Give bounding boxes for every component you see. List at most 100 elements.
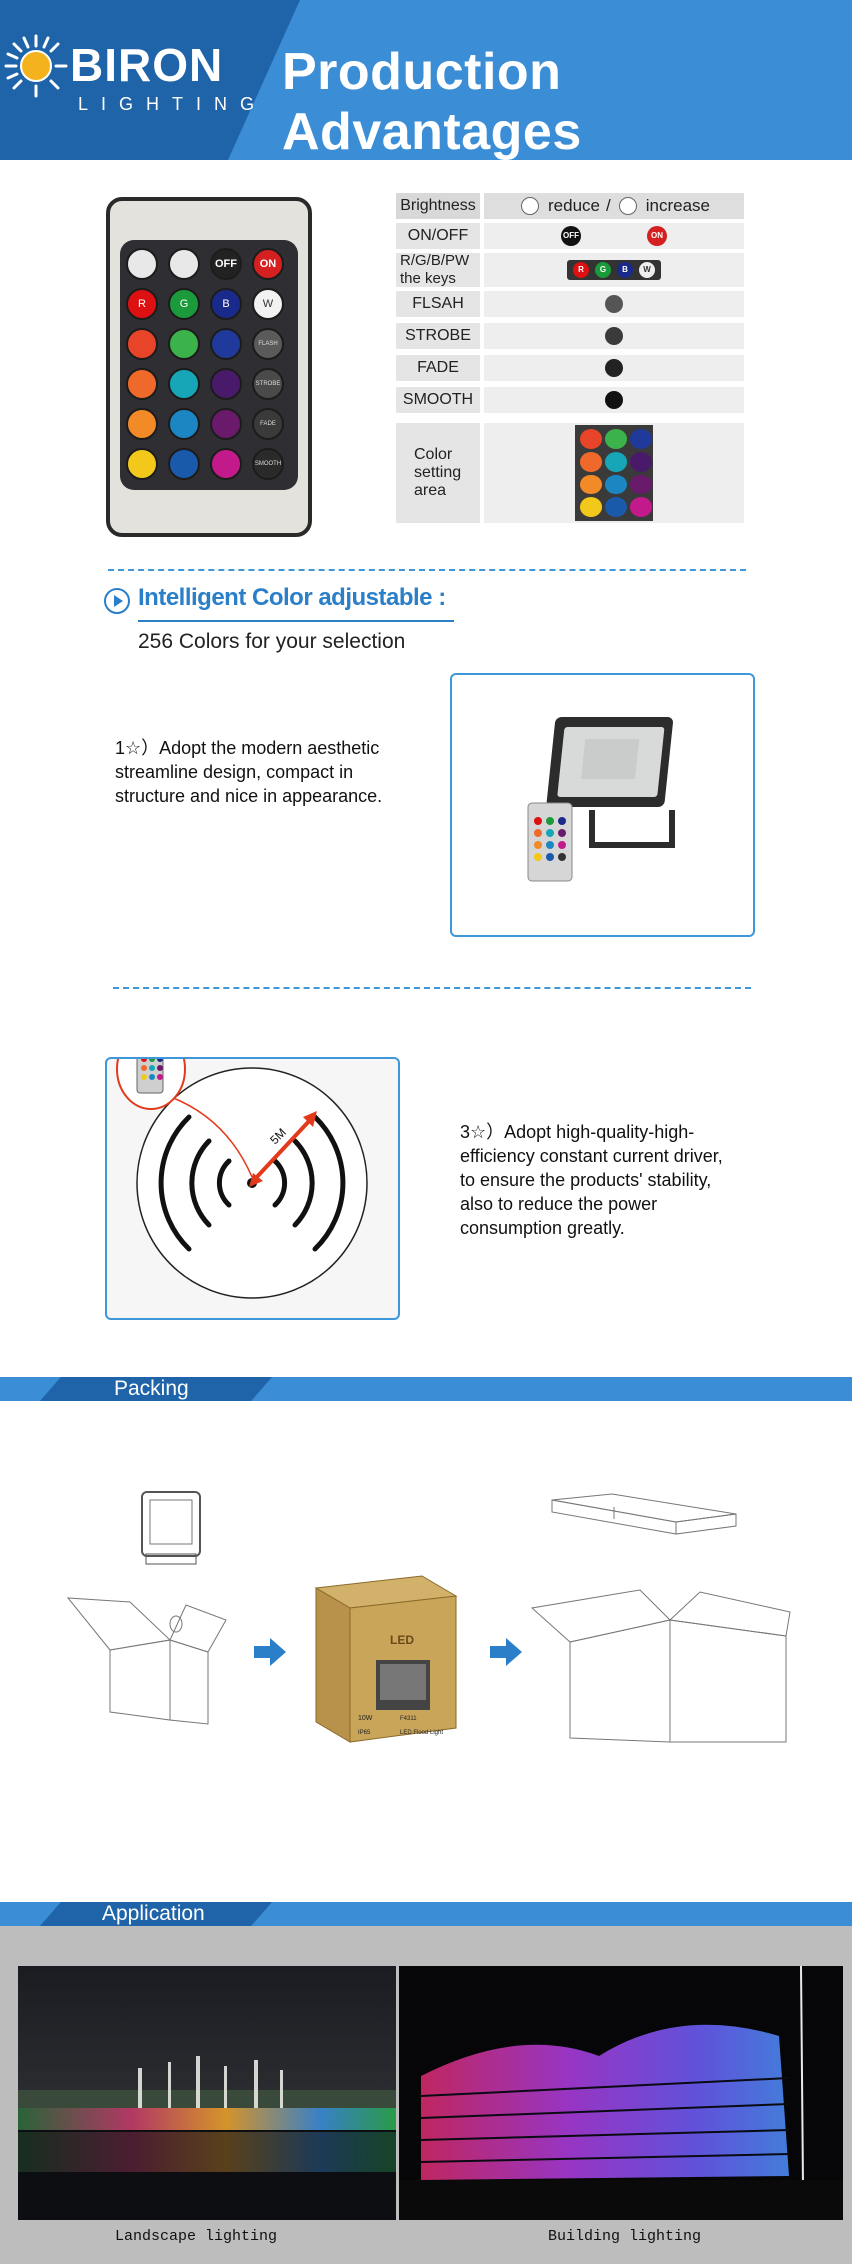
row-value (484, 387, 744, 413)
color-key (126, 408, 158, 440)
fade-key: FADE (252, 408, 284, 440)
open-box-icon (66, 1597, 227, 1725)
strobe-key: STROBE (252, 368, 284, 400)
feature-3-text: 3☆）Adopt high-quality-high-efficiency co… (460, 1122, 723, 1238)
white-key-icon: W (639, 262, 655, 278)
table-row: R/G/B/PW the keys R G B W (396, 252, 744, 287)
red-key: R (126, 288, 158, 320)
lamp-icon (141, 1491, 201, 1565)
row-value (484, 323, 744, 349)
smooth-key-label: SMOOTH (254, 461, 282, 467)
table-row: Brightness reduce / increase (396, 193, 744, 219)
flood-light-icon (527, 717, 675, 882)
row-label: R/G/B/PW the keys (396, 252, 480, 287)
reduce-label: reduce (548, 196, 600, 215)
row-label: STROBE (396, 323, 480, 349)
off-key-label: OFF (215, 258, 237, 270)
packing-label: Packing (114, 1377, 189, 1400)
on-key: ON (252, 248, 284, 280)
color-key (126, 328, 158, 360)
packing-diagram: LED 10W IP65 LED Flood Light F4311 (66, 1491, 791, 1743)
strobe-key-label: STROBE (255, 381, 281, 387)
on-key-label: ON (259, 258, 277, 270)
brightness-up-key (168, 248, 200, 280)
application-label: Application (102, 1902, 205, 1925)
arrow-right-icon (490, 1638, 522, 1666)
signal-range-icon: 5M (116, 1028, 368, 1299)
smooth-key-icon (605, 391, 623, 409)
flash-key-icon (605, 295, 623, 313)
section-divider (113, 987, 751, 989)
application-band: Application (0, 1902, 852, 1926)
strobe-key-icon (605, 327, 623, 345)
band-tab (40, 1377, 272, 1401)
feature-1-text: 1☆）Adopt the modern aesthetic streamline… (115, 738, 383, 806)
green-key: G (168, 288, 200, 320)
separator: / (605, 196, 611, 215)
red-key-label: R (138, 298, 146, 310)
row-label: FADE (396, 355, 480, 381)
landscape-photo (18, 1966, 396, 2220)
blue-key: B (210, 288, 242, 320)
play-icon (104, 588, 130, 614)
blue-key-icon: B (617, 262, 633, 278)
brand-subtitle: LIGHTING (78, 94, 268, 114)
row-label: FLSAH (396, 291, 480, 317)
band-tab (40, 1902, 272, 1926)
brightness-down-key (126, 248, 158, 280)
box-footer-text: LED Flood Light (400, 1730, 443, 1736)
white-key-label: W (262, 298, 274, 310)
row-value: R G B W (484, 253, 744, 287)
color-key (126, 448, 158, 480)
table-row: SMOOTH (396, 387, 744, 413)
bulb-dim-icon (521, 197, 539, 215)
building-caption: Building lighting (548, 2228, 702, 2245)
color-key (210, 448, 242, 480)
color-key (168, 328, 200, 360)
box-ip-text: IP65 (358, 1730, 371, 1736)
remote-keypad: OFF ON R G B W FLASH STROBE FADE SMOOTH (120, 240, 298, 490)
color-key (210, 328, 242, 360)
brightness-label: Brightness (396, 193, 480, 219)
box-model-text: F4311 (400, 1716, 417, 1722)
flash-key-label: FLASH (258, 341, 278, 347)
remote-range-image: 5M (105, 1028, 400, 1320)
table-row: FADE (396, 355, 744, 381)
row-value (484, 423, 744, 523)
landscape-caption: Landscape lighting (115, 2228, 278, 2245)
row-label: Color setting area (396, 423, 480, 523)
color-key (126, 368, 158, 400)
brand-name: BIRON (70, 39, 224, 91)
row-value: OFF ON (484, 223, 744, 249)
table-row: Color setting area (396, 423, 744, 523)
product-box-icon: LED 10W IP65 LED Flood Light F4311 (314, 1575, 458, 1743)
bulb-bright-icon (618, 197, 637, 215)
table-row: ON/OFF OFF ON (396, 223, 744, 249)
fade-key-icon (605, 359, 623, 377)
box-power-text: 10W (358, 1715, 373, 1722)
table-row: FLSAH (396, 291, 744, 317)
row-value (484, 291, 744, 317)
brightness-value: reduce / increase (484, 193, 744, 219)
smooth-key: SMOOTH (252, 448, 284, 480)
increase-label: increase (645, 196, 710, 215)
color-key (210, 408, 242, 440)
row-label: ON/OFF (396, 223, 480, 249)
color-area-swatch (575, 425, 653, 521)
box-brand-text: LED (390, 1633, 414, 1647)
flood-light-image (450, 673, 755, 937)
fade-key-label: FADE (260, 421, 276, 427)
off-key-icon: OFF (561, 226, 581, 246)
section-subtitle: 256 Colors for your selection (138, 630, 406, 653)
color-key (168, 368, 200, 400)
building-photo (399, 1966, 843, 2220)
green-key-icon: G (595, 262, 611, 278)
section-divider (108, 569, 746, 571)
packing-band: Packing (0, 1377, 852, 1401)
blue-key-label: B (222, 298, 230, 310)
sun-logo-icon (4, 34, 68, 98)
color-key (168, 448, 200, 480)
title-underline (138, 620, 454, 622)
flash-key: FLASH (252, 328, 284, 360)
table-row: STROBE (396, 323, 744, 349)
